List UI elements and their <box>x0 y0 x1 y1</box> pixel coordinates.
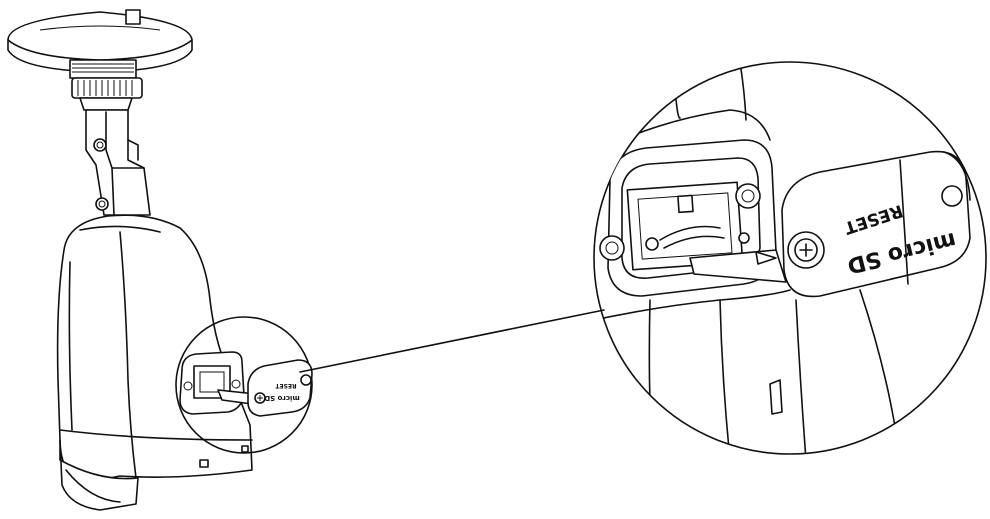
swivel-arm <box>85 109 151 216</box>
detail-circle-small <box>175 316 313 454</box>
magnified-detail: RESET micro SD <box>593 61 987 455</box>
leader-line <box>299 309 605 373</box>
sd-slot-small <box>179 351 257 415</box>
small-reset-label: RESET <box>274 382 296 389</box>
camera-housing <box>56 214 253 511</box>
mount-base <box>7 9 193 79</box>
sd-cover-small: RESET micro SD <box>247 359 313 417</box>
camera-assembly: RESET micro SD <box>7 9 313 511</box>
threaded-collar <box>71 77 143 111</box>
small-micro-sd-label: micro SD <box>264 394 300 402</box>
detail-circle-large <box>593 61 987 455</box>
